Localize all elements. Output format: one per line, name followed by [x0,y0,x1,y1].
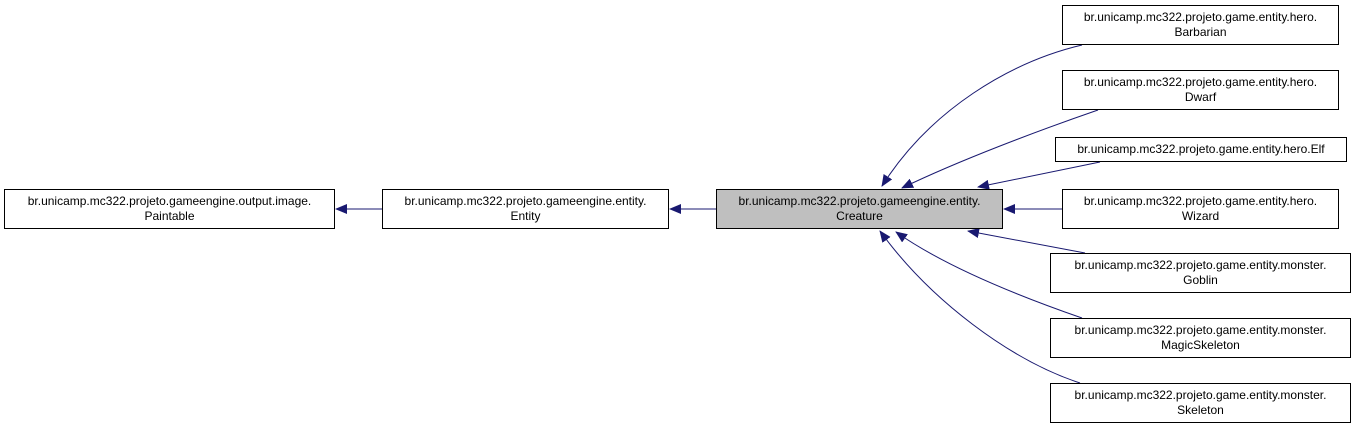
node-entity-class: Entity [510,209,541,223]
node-goblin-class: Goblin [1183,273,1218,287]
node-skeleton[interactable]: br.unicamp.mc322.projeto.game.entity.mon… [1050,383,1351,423]
edge-dwarf-to-creature [901,109,1099,189]
node-skeleton-package: br.unicamp.mc322.projeto.game.entity.mon… [1074,388,1327,402]
node-entity-package: br.unicamp.mc322.projeto.gameengine.enti… [404,194,647,208]
edge-skeleton-to-creature [879,230,1081,384]
node-wizard-package: br.unicamp.mc322.projeto.game.entity.her… [1083,194,1318,208]
node-magic-skeleton-class: MagicSkeleton [1161,338,1240,352]
node-creature-package: br.unicamp.mc322.projeto.gameengine.enti… [738,194,981,208]
node-entity[interactable]: br.unicamp.mc322.projeto.gameengine.enti… [382,189,669,229]
node-skeleton-class: Skeleton [1177,403,1224,417]
edge-elf-to-creature [977,161,1101,190]
node-creature-class: Creature [836,209,883,223]
edge-goblin-to-creature [967,228,1086,254]
node-dwarf-class: Dwarf [1184,90,1217,104]
node-barbarian-package: br.unicamp.mc322.projeto.game.entity.her… [1083,10,1318,24]
node-barbarian[interactable]: br.unicamp.mc322.projeto.game.entity.her… [1062,5,1339,45]
node-goblin-package: br.unicamp.mc322.projeto.game.entity.mon… [1074,258,1327,272]
node-creature[interactable]: br.unicamp.mc322.projeto.gameengine.enti… [716,189,1003,229]
node-magic-skeleton-package: br.unicamp.mc322.projeto.game.entity.mon… [1074,323,1327,337]
node-paintable-class: Paintable [144,209,195,223]
node-dwarf-package: br.unicamp.mc322.projeto.game.entity.her… [1083,75,1318,89]
node-paintable-package: br.unicamp.mc322.projeto.gameengine.outp… [27,194,312,208]
node-wizard[interactable]: br.unicamp.mc322.projeto.game.entity.her… [1062,189,1339,229]
node-elf[interactable]: br.unicamp.mc322.projeto.game.entity.her… [1055,137,1347,162]
node-wizard-class: Wizard [1181,209,1220,223]
node-barbarian-class: Barbarian [1174,25,1227,39]
edge-magicskeleton-to-creature [895,231,1083,319]
node-paintable[interactable]: br.unicamp.mc322.projeto.gameengine.outp… [4,189,335,229]
node-goblin[interactable]: br.unicamp.mc322.projeto.game.entity.mon… [1050,253,1351,293]
edge-barbarian-to-creature [881,44,1083,187]
node-dwarf[interactable]: br.unicamp.mc322.projeto.game.entity.her… [1062,70,1339,110]
node-magic-skeleton[interactable]: br.unicamp.mc322.projeto.game.entity.mon… [1050,318,1351,358]
node-elf-class: br.unicamp.mc322.projeto.game.entity.her… [1077,142,1325,156]
